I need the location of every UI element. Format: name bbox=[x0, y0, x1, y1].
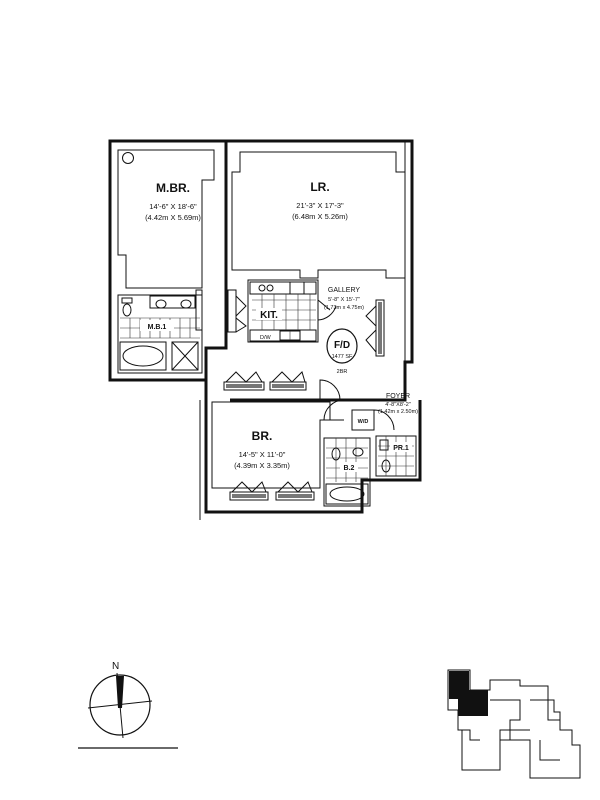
bedroom-title: BR. bbox=[252, 429, 273, 443]
corridor-closets bbox=[223, 371, 341, 401]
living-room-dim-m: (6.48m X 5.26m) bbox=[292, 212, 348, 221]
master-bedroom-dim-ft: 14'-6" X 18'-6" bbox=[149, 202, 197, 211]
toilet-icon bbox=[381, 459, 391, 473]
toilet-icon bbox=[331, 447, 341, 461]
shower-icon bbox=[171, 341, 199, 371]
toilet-icon bbox=[122, 303, 132, 317]
unit-badge: F/D 1477 SF 2BR bbox=[326, 328, 358, 375]
gallery-dim-ft: 5'-8" X 15'-7" bbox=[328, 297, 360, 303]
bath-2-label: B.2 bbox=[344, 465, 355, 472]
gallery-area: GALLERY 5'-8" X 15'-7" (1.73m x 4.75m) bbox=[227, 287, 385, 357]
bath-2-area: B.2 bbox=[323, 437, 371, 507]
foyer-area: W/D FOYER 4'-8"X8'-2" (1.42m x 2.50m) PR… bbox=[351, 393, 418, 477]
master-bath-label: M.B.1 bbox=[148, 324, 167, 331]
stove-burner-icon bbox=[266, 284, 274, 292]
unit-code: F/D bbox=[334, 340, 350, 351]
kitchen-label: KIT. bbox=[260, 310, 278, 321]
stove-burner-icon bbox=[258, 284, 266, 292]
washer-dryer-label: W/D bbox=[358, 419, 369, 425]
compass-icon: N bbox=[78, 661, 178, 749]
bathtub-icon bbox=[329, 486, 365, 502]
gallery-dim-m: (1.73m x 4.75m) bbox=[324, 305, 364, 311]
unit-type: 2BR bbox=[337, 369, 348, 375]
north-label: N bbox=[112, 661, 119, 672]
sink-icon bbox=[155, 299, 167, 309]
foyer-title: FOYER bbox=[386, 393, 410, 400]
sink-icon bbox=[352, 447, 364, 457]
bathtub-icon bbox=[122, 345, 164, 367]
key-plan bbox=[447, 669, 581, 779]
living-room-area: LR. 21'-3" X 17'-3" (6.48m X 5.26m) bbox=[231, 151, 406, 279]
master-bath-area: M.B.1 bbox=[117, 289, 203, 374]
living-room-title: LR. bbox=[310, 180, 329, 194]
foyer-dim-m: (1.42m x 2.50m) bbox=[378, 409, 418, 415]
refrigerator-icon bbox=[289, 281, 305, 295]
powder-room-label: PR.1 bbox=[393, 445, 409, 452]
bedroom-dim-ft: 14'-5" X 11'-0" bbox=[239, 450, 286, 459]
unit-area: 1477 SF bbox=[332, 354, 353, 360]
bedroom-dim-m: (4.39m X 3.35m) bbox=[234, 461, 290, 470]
master-bedroom-dim-m: (4.42m X 5.69m) bbox=[145, 213, 201, 222]
master-bedroom-area: M.BR. 14'-6" X 18'-6" (4.42m X 5.69m) bbox=[117, 149, 215, 289]
living-room-dim-ft: 21'-3" X 17'-3" bbox=[296, 201, 344, 210]
sink-icon bbox=[180, 299, 192, 309]
key-plan-highlight-lower bbox=[458, 690, 488, 716]
dishwasher-label: D/W bbox=[260, 335, 272, 341]
kitchen-area: KIT. D/W bbox=[247, 279, 337, 343]
bedroom-area: BR. 14'-5" X 11'-0" (4.39m X 3.35m) bbox=[211, 399, 345, 501]
foyer-dim-ft: 4'-8"X8'-2" bbox=[385, 402, 411, 408]
master-bedroom-title: M.BR. bbox=[156, 181, 190, 195]
gallery-title: GALLERY bbox=[328, 287, 360, 294]
